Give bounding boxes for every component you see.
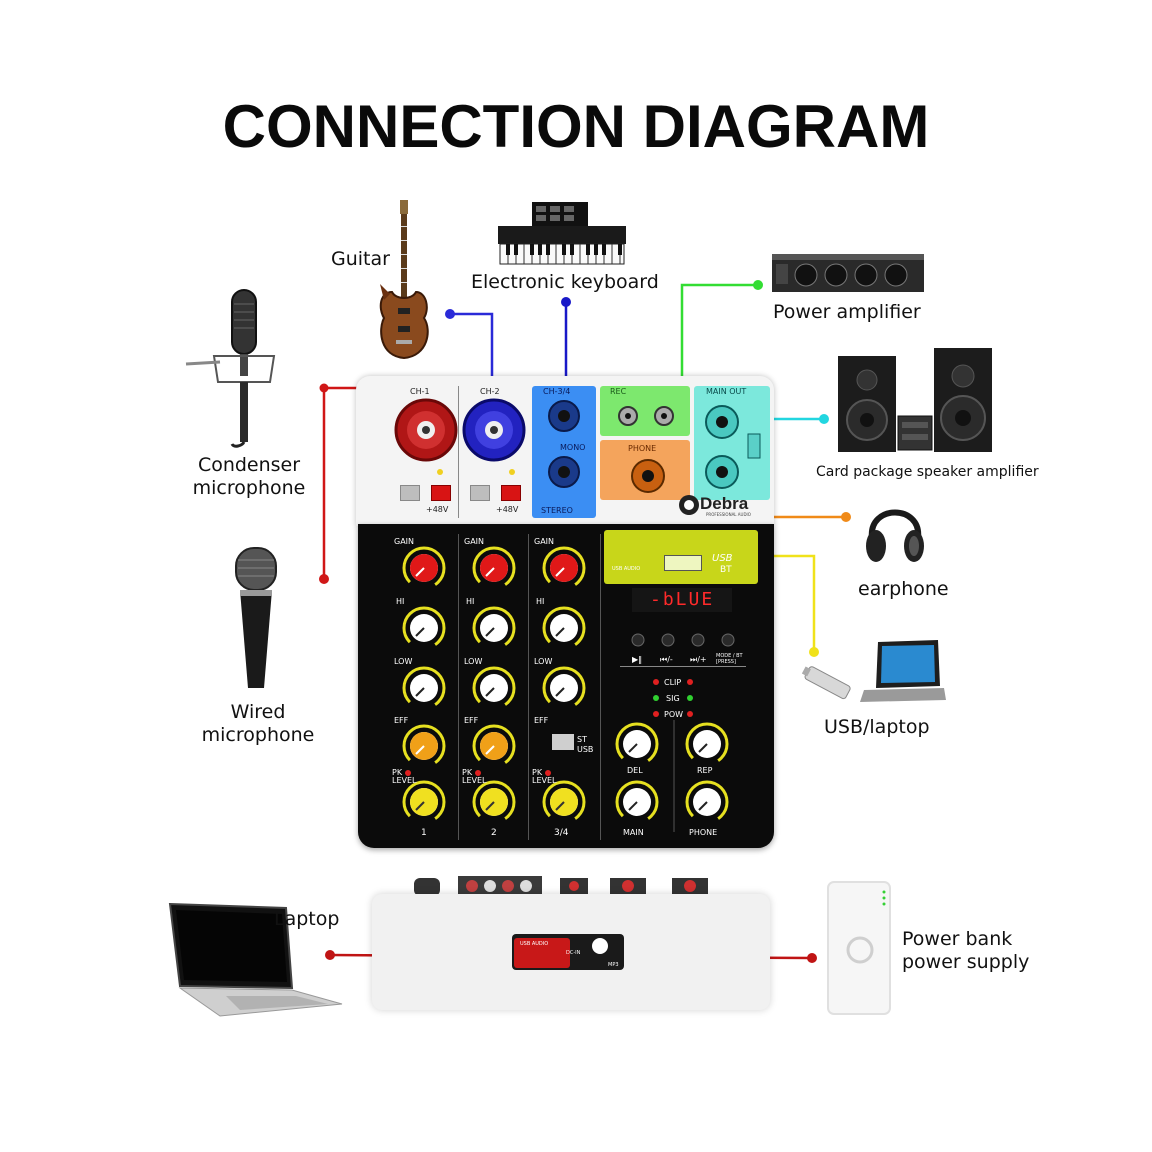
- ch2-led: [509, 469, 515, 475]
- ch2-switch-grey[interactable]: [470, 485, 490, 501]
- power-amplifier-label: Power amplifier: [773, 301, 921, 323]
- divider: [600, 534, 601, 840]
- ch34-jacks[interactable]: [544, 398, 588, 494]
- usb-stick-and-laptop-icon: [801, 640, 946, 702]
- mp3-label: MP3: [608, 962, 619, 968]
- play-pause-label: ▶‖: [632, 655, 643, 664]
- power-bank-label: Power bank power supply: [902, 928, 1030, 973]
- ch34-label: CH-3/4: [543, 387, 571, 396]
- prev-label: ⏮/-: [660, 655, 673, 664]
- divider: [458, 534, 459, 840]
- wired-microphone-label: Wired microphone: [201, 701, 315, 746]
- condenser-microphone-label: Condenser microphone: [192, 454, 306, 499]
- usb-laptop-label: USB/laptop: [824, 716, 930, 738]
- page-title: CONNECTION DIAGRAM: [222, 93, 930, 160]
- gain-label: GAIN: [534, 537, 555, 546]
- clip-label: CLIP: [664, 678, 682, 687]
- st-usb-label: ST USB: [577, 735, 594, 754]
- brand-logo-icon: [679, 495, 699, 515]
- wired-microphone-icon: [235, 547, 277, 688]
- power-amplifier-icon: [772, 254, 924, 292]
- low-label: LOW: [464, 657, 483, 666]
- pk-level-label: PK LEVEL: [392, 768, 417, 785]
- condenser-microphone-icon: [185, 289, 276, 448]
- ch2-phantom-switch[interactable]: [501, 485, 521, 501]
- top-jacks-back-view: [414, 876, 708, 896]
- phone-jack[interactable]: [628, 456, 668, 496]
- master-knobs[interactable]: [604, 714, 774, 840]
- keyboard-label: Electronic keyboard: [471, 271, 659, 293]
- rec-section: [600, 386, 690, 436]
- hi-label: HI: [466, 597, 475, 606]
- ch1-switch-grey[interactable]: [400, 485, 420, 501]
- speaker-icon: [838, 348, 992, 452]
- mono-label: MONO: [560, 443, 586, 452]
- pk-level-label: PK LEVEL: [462, 768, 487, 785]
- keyboard-icon: [498, 202, 626, 265]
- del-label: DEL: [627, 766, 643, 775]
- usb-audio-label: USB AUDIO: [612, 566, 641, 572]
- main-label: MAIN: [623, 828, 644, 837]
- ch1-combo-jack[interactable]: [390, 396, 460, 466]
- eff-label: EFF: [534, 716, 549, 725]
- main-out-label: MAIN OUT: [706, 387, 747, 396]
- dc-in-port[interactable]: [592, 938, 608, 954]
- divider: [528, 534, 529, 840]
- channel-number: 2: [491, 828, 497, 838]
- hi-label: HI: [536, 597, 545, 606]
- divider: [458, 386, 459, 518]
- wire-usb-laptop: [758, 554, 819, 657]
- sig-label: SIG: [666, 694, 680, 703]
- low-label: LOW: [394, 657, 413, 666]
- bt-label: BT: [720, 565, 732, 575]
- channel-knobs[interactable]: [360, 530, 600, 840]
- next-label: ⏭/+: [690, 655, 707, 664]
- ch1-led: [437, 469, 443, 475]
- speaker-amplifier-label: Card package speaker amplifier: [816, 464, 1039, 480]
- divider: [620, 666, 746, 667]
- stereo-label: STEREO: [541, 506, 573, 515]
- laptop-label: Laptop: [274, 908, 340, 930]
- channel-number: 1: [421, 828, 427, 838]
- rec-jacks[interactable]: [612, 400, 688, 434]
- headphones-icon: [866, 509, 924, 562]
- low-label: LOW: [534, 657, 553, 666]
- eff-label: EFF: [464, 716, 479, 725]
- rep-label: REP: [697, 766, 713, 775]
- main-out-jacks[interactable]: [700, 400, 766, 496]
- usb-audio-port[interactable]: [514, 938, 570, 968]
- gain-label: GAIN: [464, 537, 485, 546]
- hi-label: HI: [396, 597, 405, 606]
- pow-label: POW: [664, 710, 684, 719]
- wire-rec-power-amp: [680, 280, 763, 400]
- eff-label: EFF: [394, 716, 409, 725]
- laptop-icon: [168, 902, 343, 1017]
- transport-buttons[interactable]: [620, 628, 744, 656]
- ch1-phantom-switch[interactable]: [431, 485, 451, 501]
- guitar-icon: [379, 200, 429, 360]
- brand-sub: PROFESSIONAL AUDIO: [706, 512, 751, 517]
- brand-name: Debra: [700, 494, 749, 513]
- phone-label: PHONE: [628, 444, 657, 453]
- usb-port[interactable]: [664, 555, 702, 571]
- dc-in-label: DC-IN: [566, 950, 581, 956]
- ch2-label: CH-2: [480, 387, 500, 396]
- guitar-label: Guitar: [331, 248, 390, 270]
- usb-label: USB: [712, 553, 733, 564]
- earphone-label: earphone: [858, 578, 949, 600]
- ch1-phantom-label: +48V: [426, 505, 449, 514]
- ch1-label: CH-1: [410, 387, 430, 396]
- pk-level-label: PK LEVEL: [532, 768, 557, 785]
- ch2-phantom-label: +48V: [496, 505, 519, 514]
- gain-label: GAIN: [394, 537, 415, 546]
- channel-number: 3/4: [554, 828, 569, 838]
- rec-label: REC: [610, 387, 627, 396]
- status-leds: [653, 679, 693, 717]
- usb-audio-back-label: USB AUDIO: [520, 941, 549, 947]
- ch2-combo-jack[interactable]: [460, 396, 530, 466]
- phone-knob-label: PHONE: [689, 828, 718, 837]
- mode-bt-label: MODE / BT [PRESS]: [716, 653, 743, 665]
- led-display: -bLUE: [632, 588, 732, 612]
- power-bank-icon: [827, 881, 891, 1015]
